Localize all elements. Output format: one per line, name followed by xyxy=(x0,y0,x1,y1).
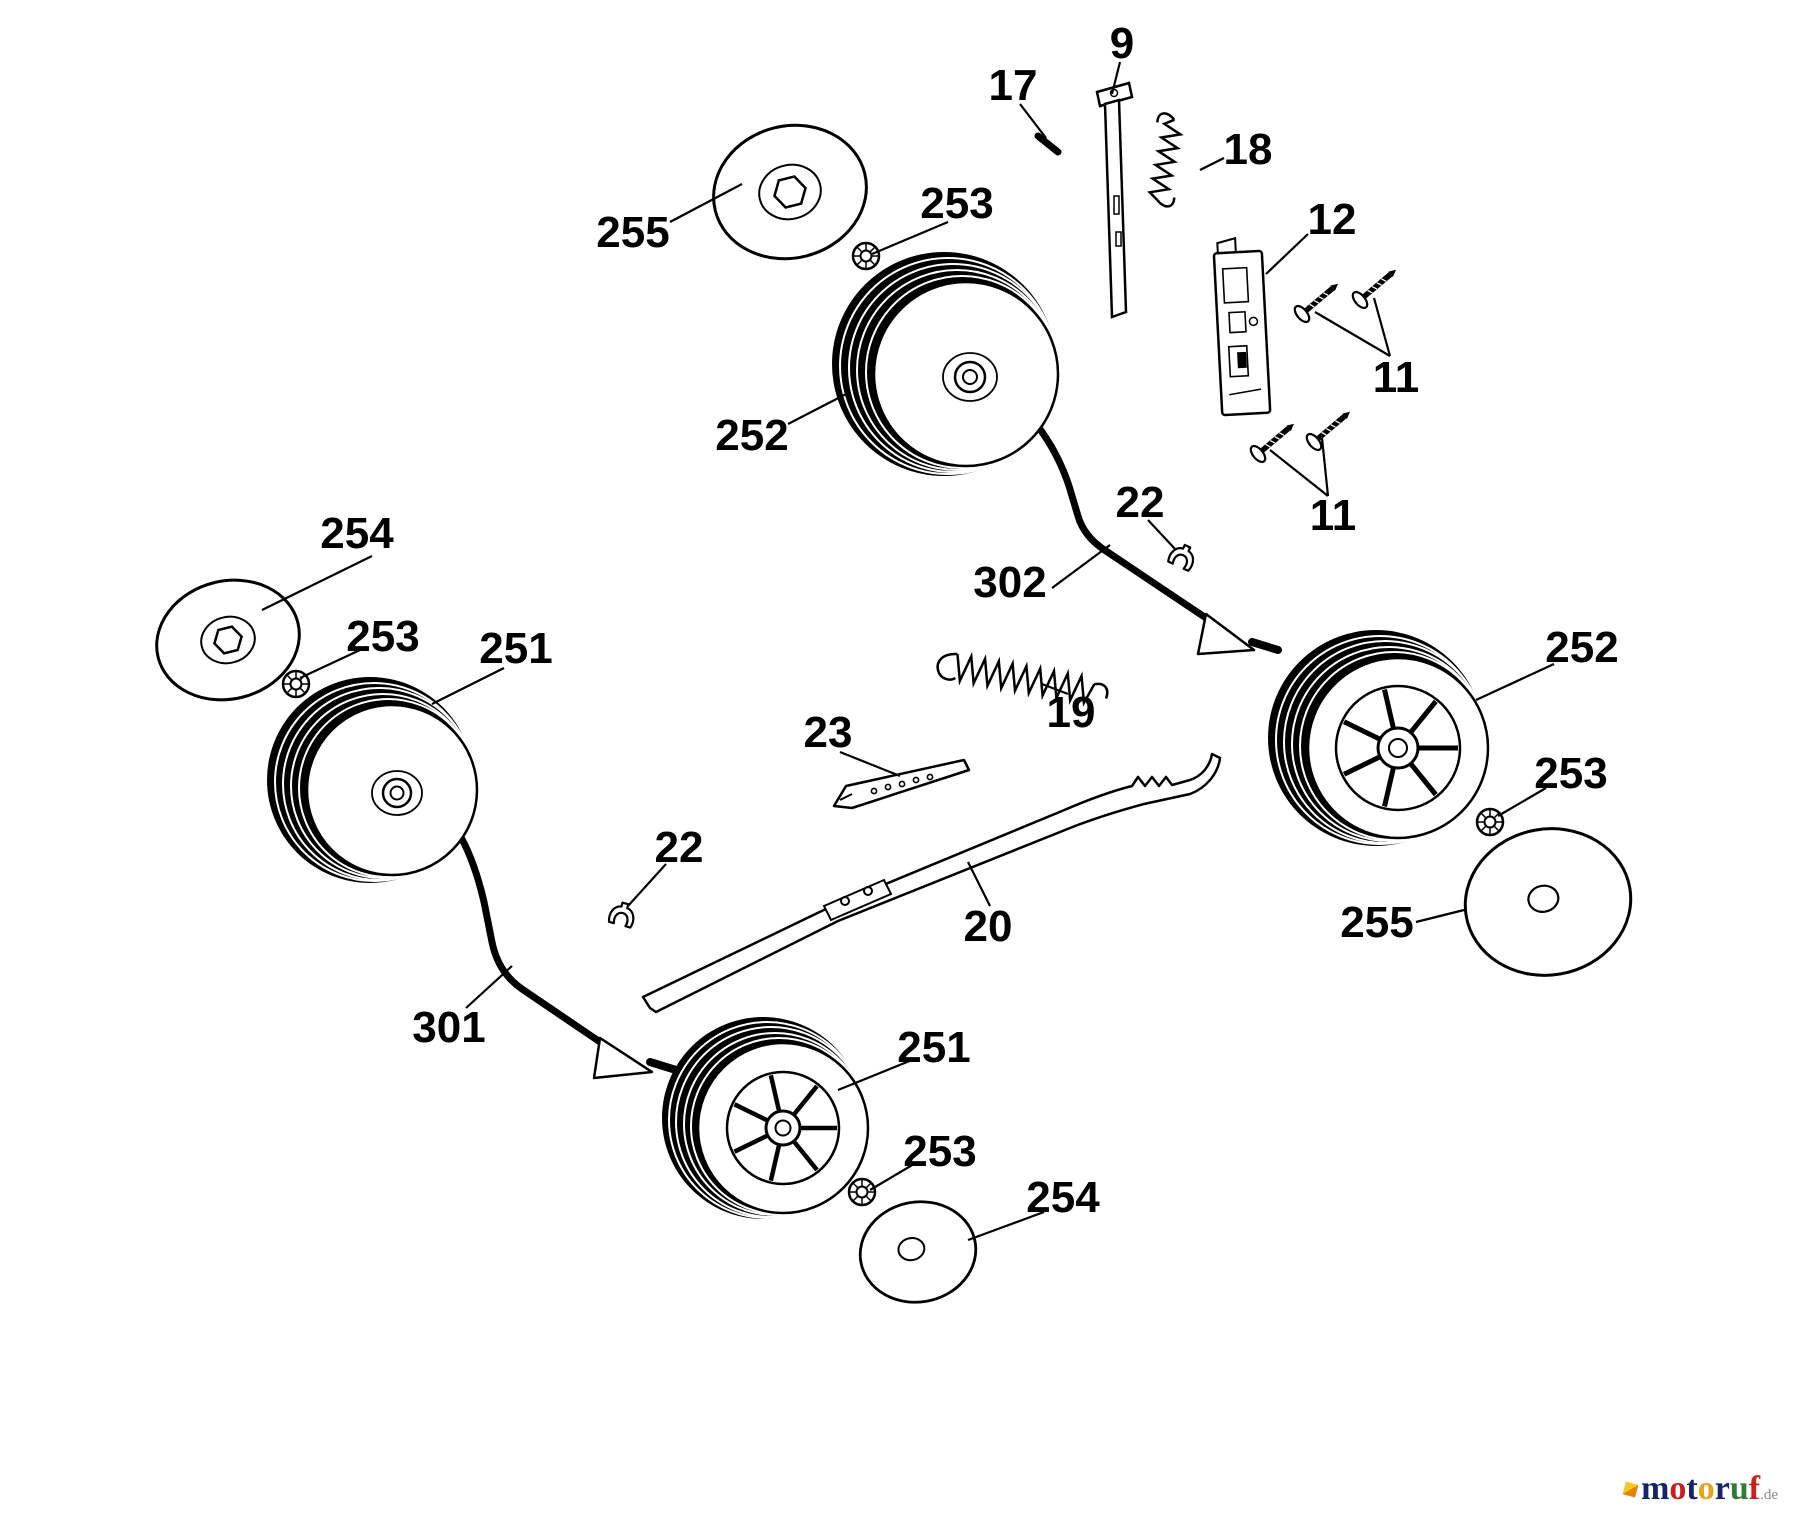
part-label-255: 255 xyxy=(596,208,670,257)
rod-23 xyxy=(832,758,971,810)
hubcap-255-topleft xyxy=(712,123,868,261)
part-label-254: 254 xyxy=(320,509,394,558)
disc-254-bottom xyxy=(858,1200,978,1304)
part-label-254: 254 xyxy=(1026,1173,1100,1222)
axle-302 xyxy=(1028,414,1282,656)
part-label-251: 251 xyxy=(479,624,553,673)
axle-301 xyxy=(444,814,680,1080)
wheel-251-bottom xyxy=(662,1017,870,1219)
part-label-253: 253 xyxy=(903,1127,977,1176)
wheel-251-left xyxy=(267,677,479,883)
spring-18 xyxy=(1147,112,1184,208)
wheel-252-top xyxy=(832,252,1060,476)
part-label-23: 23 xyxy=(803,708,853,757)
part-label-19: 19 xyxy=(1046,688,1096,737)
logo-mark-icon xyxy=(1622,1481,1639,1497)
part-label-255: 255 xyxy=(1340,898,1414,947)
washer-253-icon xyxy=(847,1177,877,1207)
part-label-17: 17 xyxy=(988,61,1038,110)
screw-11-icon xyxy=(1292,277,1344,325)
part-label-302: 302 xyxy=(973,558,1047,607)
part-label-252: 252 xyxy=(1545,623,1619,672)
part-label-18: 18 xyxy=(1223,125,1273,174)
logo-motoruf[interactable]: motoruf.de xyxy=(1622,1470,1778,1508)
plate-12 xyxy=(1212,236,1272,417)
lever-20 xyxy=(641,752,1222,1014)
hubcap-255-right xyxy=(1463,827,1633,977)
screw-11-icon xyxy=(1248,417,1300,465)
part-label-11: 11 xyxy=(1372,353,1420,402)
part-label-11: 11 xyxy=(1309,491,1357,540)
clip-22-icon xyxy=(606,899,639,929)
part-label-22: 22 xyxy=(654,823,704,872)
bracket-9 xyxy=(1095,81,1134,319)
wheel-252-right xyxy=(1268,630,1490,846)
part-label-253: 253 xyxy=(346,612,420,661)
part-label-251: 251 xyxy=(897,1023,971,1072)
part-label-22: 22 xyxy=(1115,478,1165,527)
part-label-12: 12 xyxy=(1307,195,1357,244)
screw-11-icon xyxy=(1304,405,1356,453)
part-label-301: 301 xyxy=(412,1003,486,1052)
pin-17 xyxy=(1034,132,1062,156)
logo-text: motoruf.de xyxy=(1641,1470,1778,1507)
leader-lines xyxy=(261,61,1555,1242)
washer-253-icon xyxy=(1475,807,1505,837)
part-label-253: 253 xyxy=(1534,749,1608,798)
washer-253-icon xyxy=(851,241,881,271)
part-label-252: 252 xyxy=(715,411,789,460)
part-label-9: 9 xyxy=(1109,19,1135,68)
part-label-20: 20 xyxy=(963,902,1013,951)
spring-19 xyxy=(936,651,1109,707)
part-label-253: 253 xyxy=(920,179,994,228)
